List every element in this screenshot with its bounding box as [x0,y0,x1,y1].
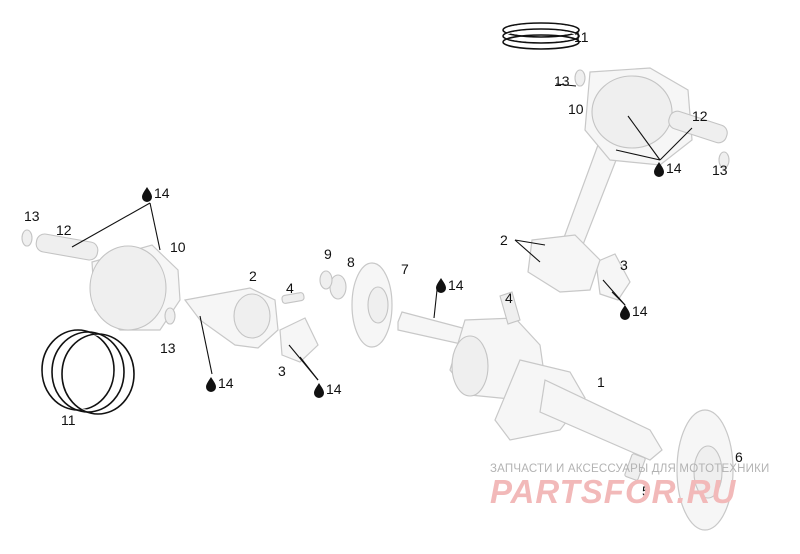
callout-2-left: 2 [249,268,257,284]
callout-14-c: 14 [326,381,342,397]
washer-9 [319,270,333,290]
callout-5: 5 [642,483,650,499]
crankshaft [397,291,663,461]
piston-pin-right [668,110,728,144]
callout-13-right-bottom: 13 [712,162,728,178]
bearing-3-right [595,253,631,301]
oil-drop-icon [314,383,324,398]
piston-left [89,244,181,331]
watermark-title: ЗАПЧАСТИ И АКСЕССУАРЫ ДЛЯ МОТОТЕХНИКИ [490,463,770,475]
clip-left-top [21,229,33,247]
callout-7: 7 [401,261,409,277]
watermark-logo: PARTSFOR.RU [490,473,736,510]
callout-9: 9 [324,246,332,262]
callout-14-a: 14 [154,185,170,201]
callout-10-right: 10 [568,101,584,117]
callout-14-d: 14 [448,277,464,293]
oil-drop-icon [436,278,446,293]
parts-artwork [21,67,734,531]
callout-labels: 1 2 2 3 3 4 4 5 6 7 8 9 10 10 11 11 12 1… [24,29,743,499]
key-5 [624,453,646,481]
callout-11-left: 11 [61,412,76,428]
callout-13-right-top: 13 [554,73,570,89]
callout-8: 8 [347,254,355,270]
callout-6: 6 [735,449,743,465]
callout-1: 1 [597,374,605,390]
callout-13-left-top: 13 [24,208,40,224]
watermark: ЗАПЧАСТИ И АКСЕССУАРЫ ДЛЯ МОТОТЕХНИКИ PA… [490,463,770,510]
callout-10-left: 10 [170,239,186,255]
oil-drop-icon [620,305,630,320]
callout-11-right: 11 [574,29,589,45]
callout-3-left: 3 [278,363,286,379]
callout-14-f: 14 [666,160,682,176]
connecting-rod-left [183,287,279,349]
timing-gear [676,409,734,531]
callout-2-right: 2 [500,232,508,248]
callout-14-e: 14 [632,303,648,319]
clip-right-bottom [718,151,730,169]
callout-13-left-bottom: 13 [160,340,176,356]
piston-rings-right [502,22,580,50]
oil-drop-icon [206,377,216,392]
piston-rings-left [41,329,135,415]
crank-gear [351,262,393,348]
callout-3-right: 3 [620,257,628,273]
callout-12-left: 12 [56,222,72,238]
leader-lines [71,83,693,381]
callout-12-right: 12 [692,108,708,124]
callout-14-b: 14 [218,375,234,391]
clip-left-bottom [164,307,176,325]
bolt-4 [281,292,305,304]
piston-pin-left [35,233,99,261]
connecting-rod-right [527,144,621,293]
callout-4-right: 4 [505,290,513,306]
bearing-3-left [279,317,319,363]
oil-drop-icon [142,187,152,202]
clip-right-top [574,69,586,87]
callout-4-left: 4 [286,280,294,296]
piston-right [584,67,693,166]
